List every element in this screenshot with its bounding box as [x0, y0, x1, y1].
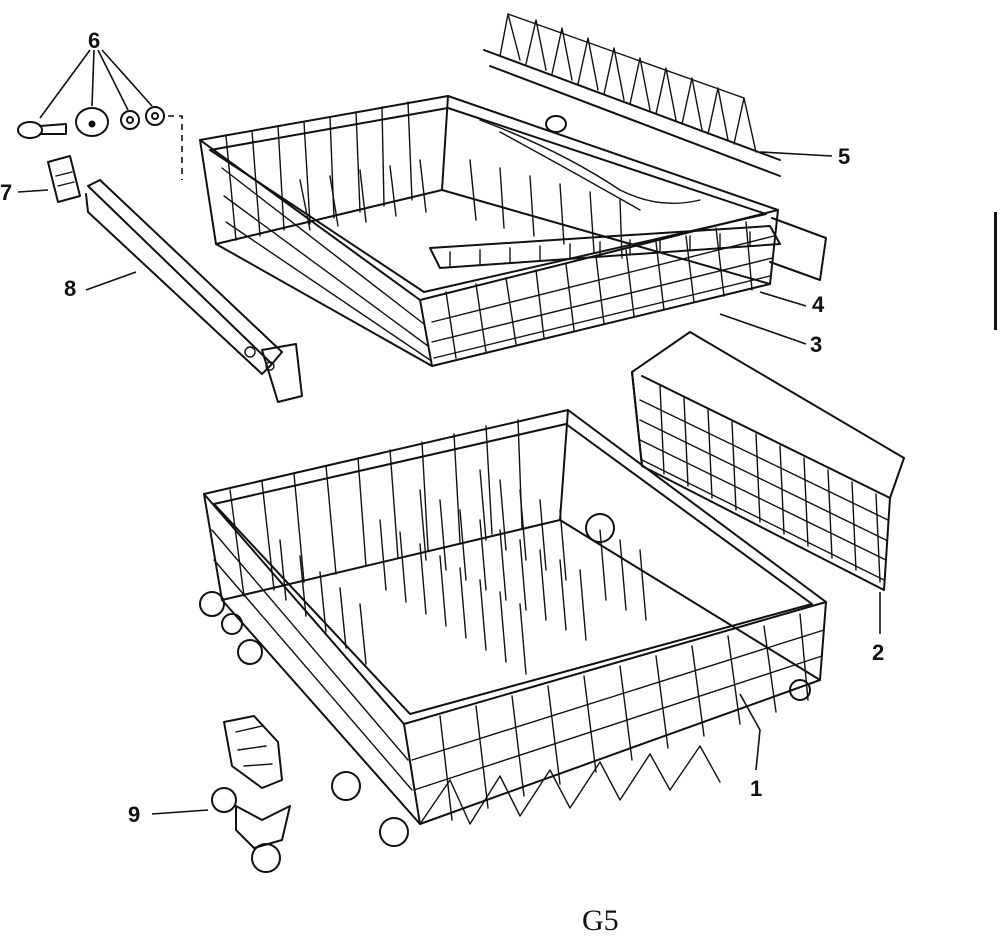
callout-2: 2 — [872, 640, 884, 665]
callout-labels: 6 7 8 5 4 3 2 1 9 — [0, 28, 884, 827]
callout-5: 5 — [838, 144, 850, 169]
callout-7: 7 — [0, 180, 12, 205]
part-4-cup-shelf — [429, 225, 781, 269]
callout-1: 1 — [750, 776, 762, 801]
part-6-stud-hardware — [17, 49, 183, 180]
callout-9: 9 — [128, 802, 140, 827]
part-9-roller-assembly — [151, 715, 291, 873]
part-5-folding-tine-rack — [483, 13, 833, 177]
callout-6: 6 — [88, 28, 100, 53]
callout-8: 8 — [64, 276, 76, 301]
callout-4: 4 — [812, 292, 825, 317]
lower-rack-wheels — [199, 513, 811, 847]
part-3-upper-rack — [199, 95, 827, 367]
page-mark: G5 — [582, 904, 619, 937]
edge-mark — [994, 212, 997, 330]
part-1-lower-rack — [199, 409, 827, 847]
part-8-slide-rail — [85, 179, 303, 403]
callout-3: 3 — [810, 332, 822, 357]
part-7-rack-stop — [17, 155, 81, 203]
